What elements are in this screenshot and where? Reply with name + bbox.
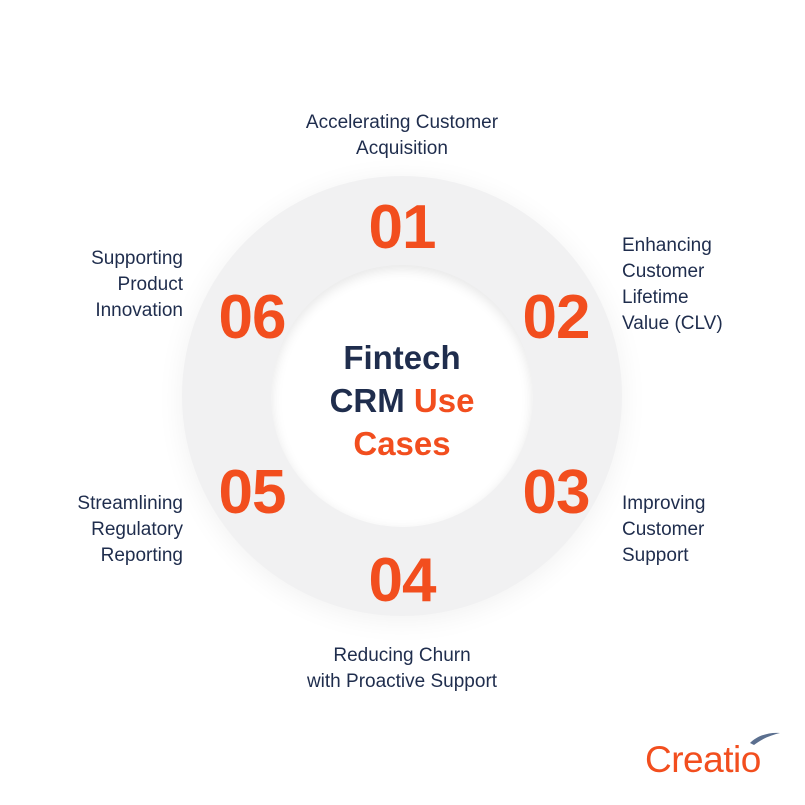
title-line-1: Fintech: [343, 339, 461, 376]
label-02-line: Lifetime: [622, 287, 689, 308]
label-03-line: Support: [622, 545, 689, 566]
label-01-line: Acquisition: [356, 138, 448, 159]
label-06-line: Product: [117, 274, 183, 295]
label-04-line: Reducing Churn: [333, 645, 471, 666]
logo-swoosh-icon: [750, 732, 780, 745]
diagram-title: Fintech CRM Use Cases: [271, 336, 533, 465]
label-02-line: Enhancing: [622, 235, 712, 256]
label-03-line: Customer: [622, 519, 705, 540]
label-06-line: Supporting: [91, 248, 183, 269]
title-line-3: Cases: [353, 425, 451, 462]
label-05-line: Reporting: [100, 545, 183, 566]
label-02-line: Value (CLV): [622, 313, 723, 334]
label-01-line: Accelerating Customer: [305, 112, 499, 133]
label-02-line: Customer: [622, 261, 705, 282]
number-05: 05: [218, 458, 287, 527]
label-03-line: Improving: [622, 493, 706, 514]
label-05-line: Regulatory: [91, 519, 183, 540]
number-02: 02: [522, 283, 591, 352]
creatio-logo: Creatio: [645, 739, 761, 780]
label-03: Improving Customer Support: [622, 491, 782, 569]
title-crm: CRM: [329, 382, 405, 419]
number-01: 01: [368, 193, 437, 262]
label-04: Reducing Churn with Proactive Support: [262, 643, 542, 695]
label-04-line: with Proactive Support: [306, 671, 498, 692]
label-06: Supporting Product Innovation: [20, 246, 183, 324]
number-06: 06: [218, 283, 287, 352]
title-line-2: CRM Use: [271, 379, 533, 422]
label-05: Streamlining Regulatory Reporting: [20, 491, 183, 569]
inner-circle: [271, 265, 533, 527]
title-use: Use: [413, 382, 475, 419]
label-01: Accelerating Customer Acquisition: [262, 110, 542, 162]
number-04: 04: [368, 546, 437, 615]
label-05-line: Streamlining: [77, 493, 183, 514]
label-06-line: Innovation: [95, 300, 183, 321]
label-02: Enhancing Customer Lifetime Value (CLV): [622, 233, 782, 337]
number-03: 03: [522, 458, 591, 527]
